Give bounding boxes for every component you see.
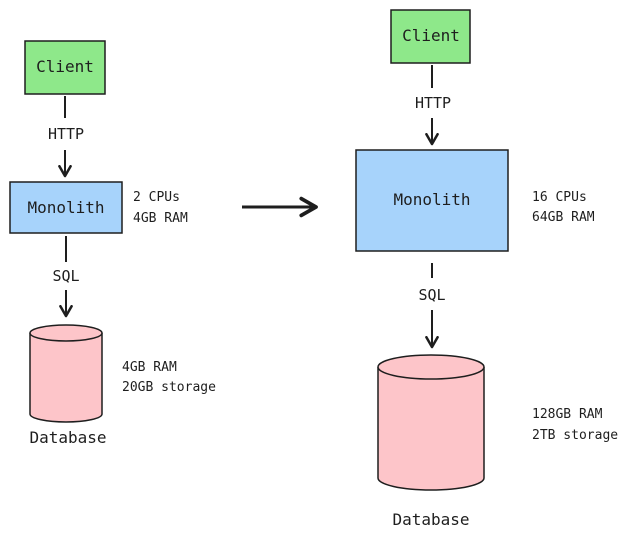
after-db-spec-ram: 128GB RAM <box>532 407 603 422</box>
before-database-cylinder <box>29 324 103 423</box>
before-database-label: Database <box>29 428 106 447</box>
after-client-box <box>390 9 471 64</box>
before-db-spec-ram: 4GB RAM <box>122 360 177 375</box>
before-client-label: Client <box>36 57 94 76</box>
after-monolith-label: Monolith <box>393 190 470 209</box>
after-architecture: Client HTTP Monolith 16 CPUs 64GB RAM SQ… <box>355 9 618 529</box>
after-monolith-box <box>355 149 509 252</box>
after-client-label: Client <box>402 26 460 45</box>
before-monolith-box <box>9 181 123 234</box>
after-monolith-spec-cpu: 16 CPUs <box>532 190 587 205</box>
after-http-label: HTTP <box>415 94 451 112</box>
before-client-box <box>24 40 106 95</box>
before-monolith-label: Monolith <box>27 198 104 217</box>
after-db-spec-storage: 2TB storage <box>532 428 618 443</box>
after-sql-label: SQL <box>418 286 445 304</box>
before-architecture: Client HTTP Monolith 2 CPUs 4GB RAM SQL … <box>9 40 216 447</box>
before-sql-label: SQL <box>52 267 79 285</box>
before-db-spec-storage: 20GB storage <box>122 380 216 395</box>
after-database-label: Database <box>392 510 469 529</box>
after-monolith-spec-ram: 64GB RAM <box>532 210 595 225</box>
after-database-cylinder <box>377 354 485 491</box>
before-monolith-spec-cpu: 2 CPUs <box>133 190 180 205</box>
before-monolith-spec-ram: 4GB RAM <box>133 211 188 226</box>
before-http-label: HTTP <box>48 125 84 143</box>
